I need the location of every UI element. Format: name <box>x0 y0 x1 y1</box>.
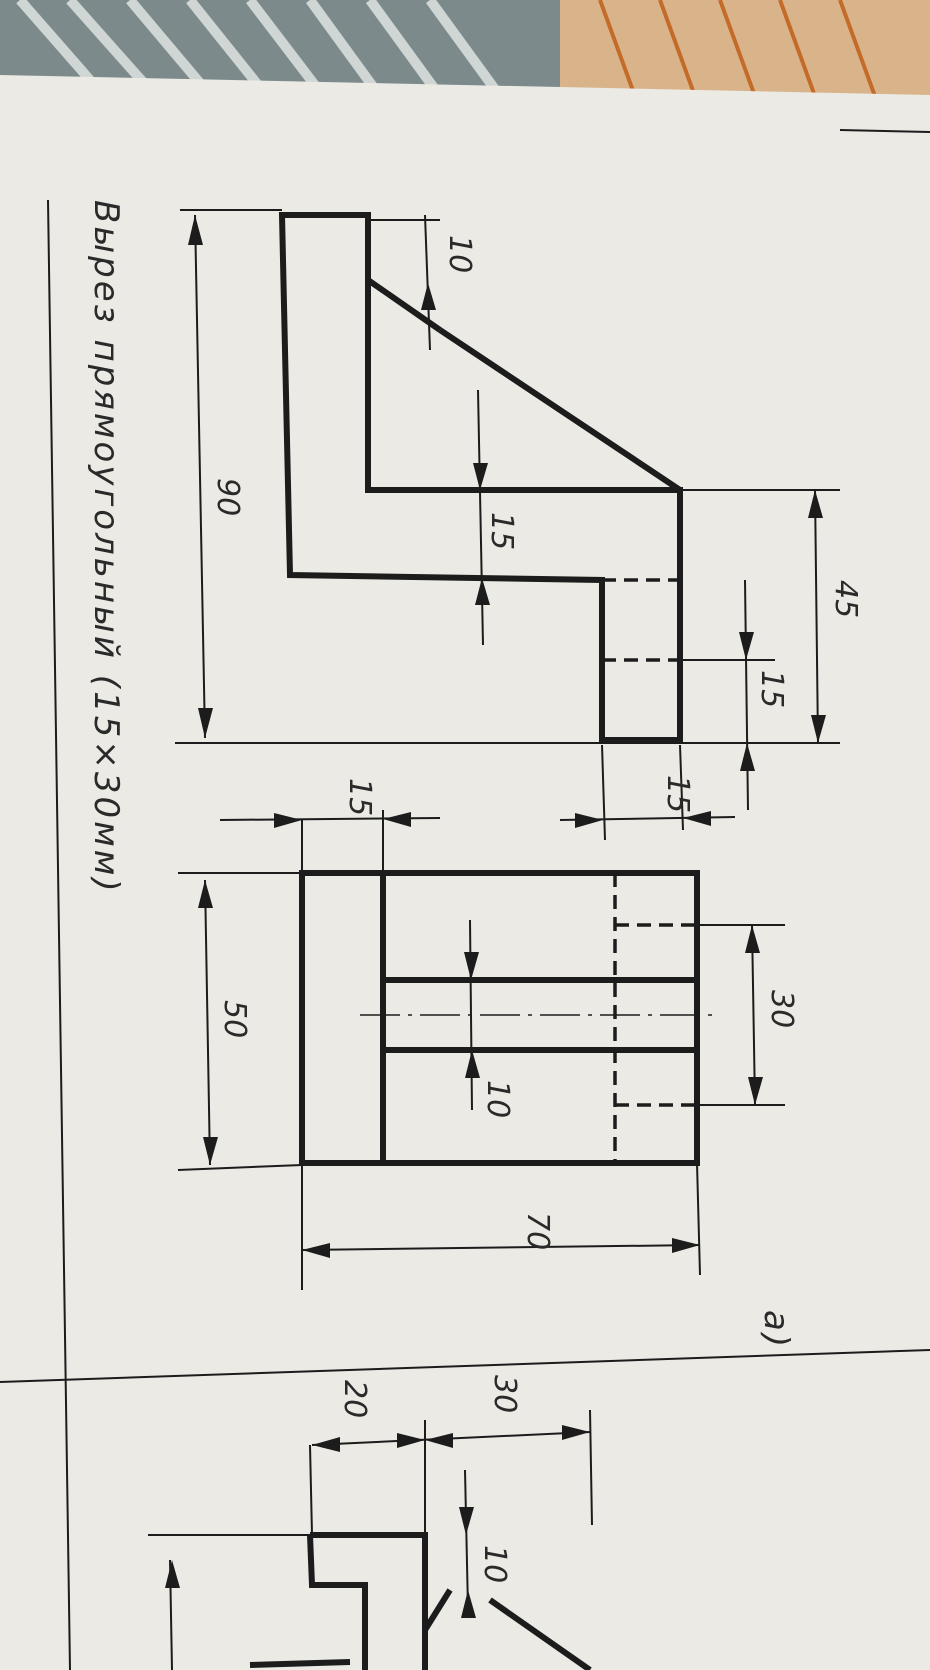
arrow <box>808 490 823 518</box>
side-view-outline <box>278 212 683 743</box>
dim-70: 70 <box>520 1212 555 1250</box>
ext-line <box>309 1444 313 1536</box>
ext-line <box>589 1409 593 1526</box>
dim-line-45 <box>814 489 819 744</box>
top-view-outline <box>299 870 700 1166</box>
dim-line-10 <box>424 214 431 351</box>
chamfer-long <box>438 327 682 493</box>
dim-line-90 <box>194 214 206 739</box>
arrow <box>464 952 479 980</box>
dim-line-30 <box>751 924 756 1106</box>
arrow <box>198 880 213 908</box>
caption-text: Вырез прямоугольный (15×30мм) <box>86 200 126 895</box>
arrow <box>683 811 711 826</box>
side-view: 90 10 15 45 15 15 <box>175 209 863 841</box>
arrow <box>383 812 411 827</box>
dim-line-10-slot <box>469 919 473 1111</box>
arrow <box>745 925 760 953</box>
dim-line-70 <box>301 1244 701 1251</box>
dim-line-50 <box>204 879 211 1166</box>
dim-line-10-next <box>464 1469 469 1611</box>
arrow <box>811 715 826 743</box>
arrow <box>198 708 213 738</box>
ext-line <box>679 744 684 831</box>
dim-15-top: 15 <box>342 778 377 816</box>
top-view: 50 15 10 30 70 а) <box>177 778 799 1350</box>
ext-line <box>177 1164 303 1171</box>
arrow <box>302 1243 330 1258</box>
arrow <box>475 578 490 605</box>
arrow <box>459 1507 474 1535</box>
ext-line <box>696 1162 701 1276</box>
arrow <box>575 813 603 828</box>
arrow <box>562 1425 590 1440</box>
arrow <box>473 463 488 490</box>
dim-30: 30 <box>764 990 799 1028</box>
next-figure: 20 30 10 <box>148 1375 593 1670</box>
frame-divider <box>0 1349 930 1383</box>
dim-45: 45 <box>828 580 863 618</box>
figure-label: а) <box>756 1310 796 1350</box>
dim-15-bottom: 15 <box>660 775 695 813</box>
dim-20: 20 <box>337 1380 372 1418</box>
arrow <box>421 283 436 310</box>
arrow <box>748 1077 763 1105</box>
arrow <box>425 1433 453 1448</box>
arrow <box>203 1137 218 1165</box>
drawing-sheet: Вырез прямоугольный (15×30мм) 90 10 15 4… <box>0 75 930 1670</box>
arrow <box>188 215 203 245</box>
arrow <box>274 813 302 828</box>
ext-line <box>601 744 606 841</box>
arrow <box>739 632 754 660</box>
next-figure-diagonal <box>488 1597 592 1670</box>
next-figure-step <box>307 1534 368 1670</box>
arrow <box>740 743 755 771</box>
dim-90: 90 <box>210 478 245 516</box>
next-figure-line <box>249 1659 351 1668</box>
dim-10: 10 <box>442 235 477 273</box>
dim-15-inner: 15 <box>484 512 519 550</box>
frame-left-line <box>47 199 71 1670</box>
dim-10-slot: 10 <box>480 1080 515 1118</box>
next-figure-chamfer <box>422 1588 453 1632</box>
dim-10-next: 10 <box>477 1545 512 1583</box>
arrow <box>397 1433 425 1448</box>
dim-15-right: 15 <box>754 670 789 708</box>
dim-50: 50 <box>217 1000 252 1038</box>
frame-top-right <box>839 129 930 133</box>
arrow <box>165 1560 180 1588</box>
arrow <box>312 1437 340 1452</box>
arrow <box>672 1238 700 1253</box>
dim-30-next: 30 <box>487 1375 522 1413</box>
arrow <box>465 1050 480 1078</box>
arrow <box>461 1590 476 1618</box>
dim-line-15-right <box>744 579 749 811</box>
